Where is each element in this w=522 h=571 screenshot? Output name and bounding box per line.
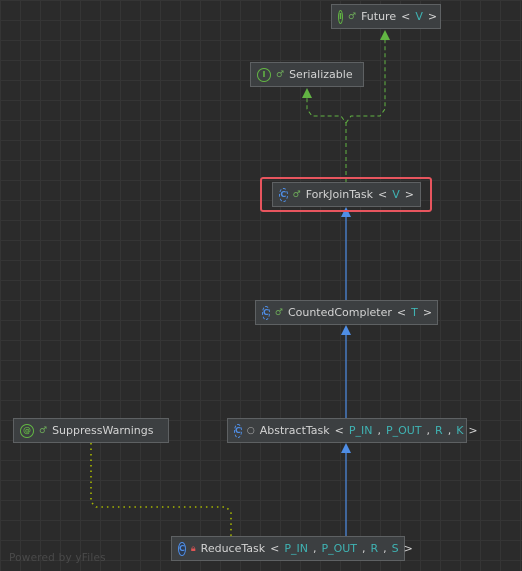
public-visibility-icon: ♂: [274, 307, 283, 318]
arrowhead-forkjointask: [341, 207, 351, 217]
type-open: <: [401, 10, 411, 23]
node-name: Serializable: [289, 68, 353, 81]
watermark: Powered by yFiles: [9, 552, 106, 564]
node-name: CountedCompleter: [287, 306, 392, 319]
abstract-class-icon: C: [279, 187, 288, 202]
type-param: T: [411, 306, 418, 319]
abstract-class-icon: C: [262, 305, 270, 320]
type-param: S: [391, 542, 399, 555]
type-separator: ,: [426, 424, 431, 437]
node-name: SuppressWarnings: [52, 424, 154, 437]
type-param: R: [370, 542, 379, 555]
type-separator: ,: [312, 542, 317, 555]
node-abstracttask[interactable]: C ○ AbstractTask < P_IN, P_OUT, R, K >: [227, 418, 478, 443]
type-param: R: [435, 424, 443, 437]
abstract-class-icon: C: [234, 423, 242, 438]
node-name: ReduceTask: [200, 542, 266, 555]
node-serializable[interactable]: I ♂ Serializable: [250, 62, 364, 87]
type-close: >: [404, 188, 414, 201]
public-visibility-icon: ♂: [347, 11, 357, 22]
annotation-icon: @: [20, 423, 34, 438]
type-close: >: [468, 424, 478, 437]
type-param: V: [415, 10, 423, 23]
implements-edge-future: [345, 38, 386, 124]
type-param: P_IN: [348, 424, 373, 437]
node-name: ForkJoinTask: [305, 188, 374, 201]
node-reducetask[interactable]: C 🔒︎ ReduceTask < P_IN, P_OUT, R, S >: [171, 536, 413, 561]
node-future[interactable]: I ♂ Future < V >: [331, 4, 441, 29]
type-param: K: [456, 424, 464, 437]
arrowhead-countedcompleter: [341, 325, 351, 335]
type-param: P_OUT: [321, 542, 357, 555]
interface-icon: I: [257, 67, 271, 82]
type-param: P_OUT: [385, 424, 422, 437]
type-param: V: [392, 188, 400, 201]
private-visibility-icon: 🔒︎: [190, 543, 196, 554]
type-open: <: [270, 542, 280, 555]
type-param: P_IN: [284, 542, 308, 555]
interface-icon: I: [338, 9, 343, 24]
public-visibility-icon: ♂: [276, 69, 285, 80]
selection-highlight: [260, 177, 432, 212]
type-separator: ,: [383, 542, 387, 555]
type-open: <: [396, 306, 407, 319]
type-separator: ,: [362, 542, 366, 555]
node-suppresswarnings[interactable]: @ ♂ SuppressWarnings: [13, 418, 169, 443]
implements-edge-serializable: [306, 97, 347, 182]
public-visibility-icon: ♂: [292, 189, 301, 200]
arrowhead-future: [380, 30, 390, 40]
type-open: <: [334, 424, 344, 437]
node-countedcompleter[interactable]: C ♂ CountedCompleter < T >: [255, 300, 438, 325]
node-name: Future: [361, 10, 397, 23]
type-open: <: [378, 188, 388, 201]
class-icon: C: [178, 541, 186, 556]
type-separator: ,: [377, 424, 381, 437]
annotation-edge-suppresswarnings: [90, 443, 232, 536]
arrowhead-abstracttask: [341, 443, 351, 453]
type-close: >: [422, 306, 433, 319]
public-visibility-icon: ♂: [39, 425, 48, 436]
type-close: >: [427, 10, 438, 23]
node-forkjointask[interactable]: C ♂ ForkJoinTask < V >: [272, 182, 421, 207]
type-separator: ,: [447, 424, 452, 437]
type-close: >: [403, 542, 413, 555]
package-visibility-icon: ○: [246, 425, 255, 436]
arrowhead-serializable: [302, 88, 312, 98]
node-name: AbstractTask: [259, 424, 330, 437]
